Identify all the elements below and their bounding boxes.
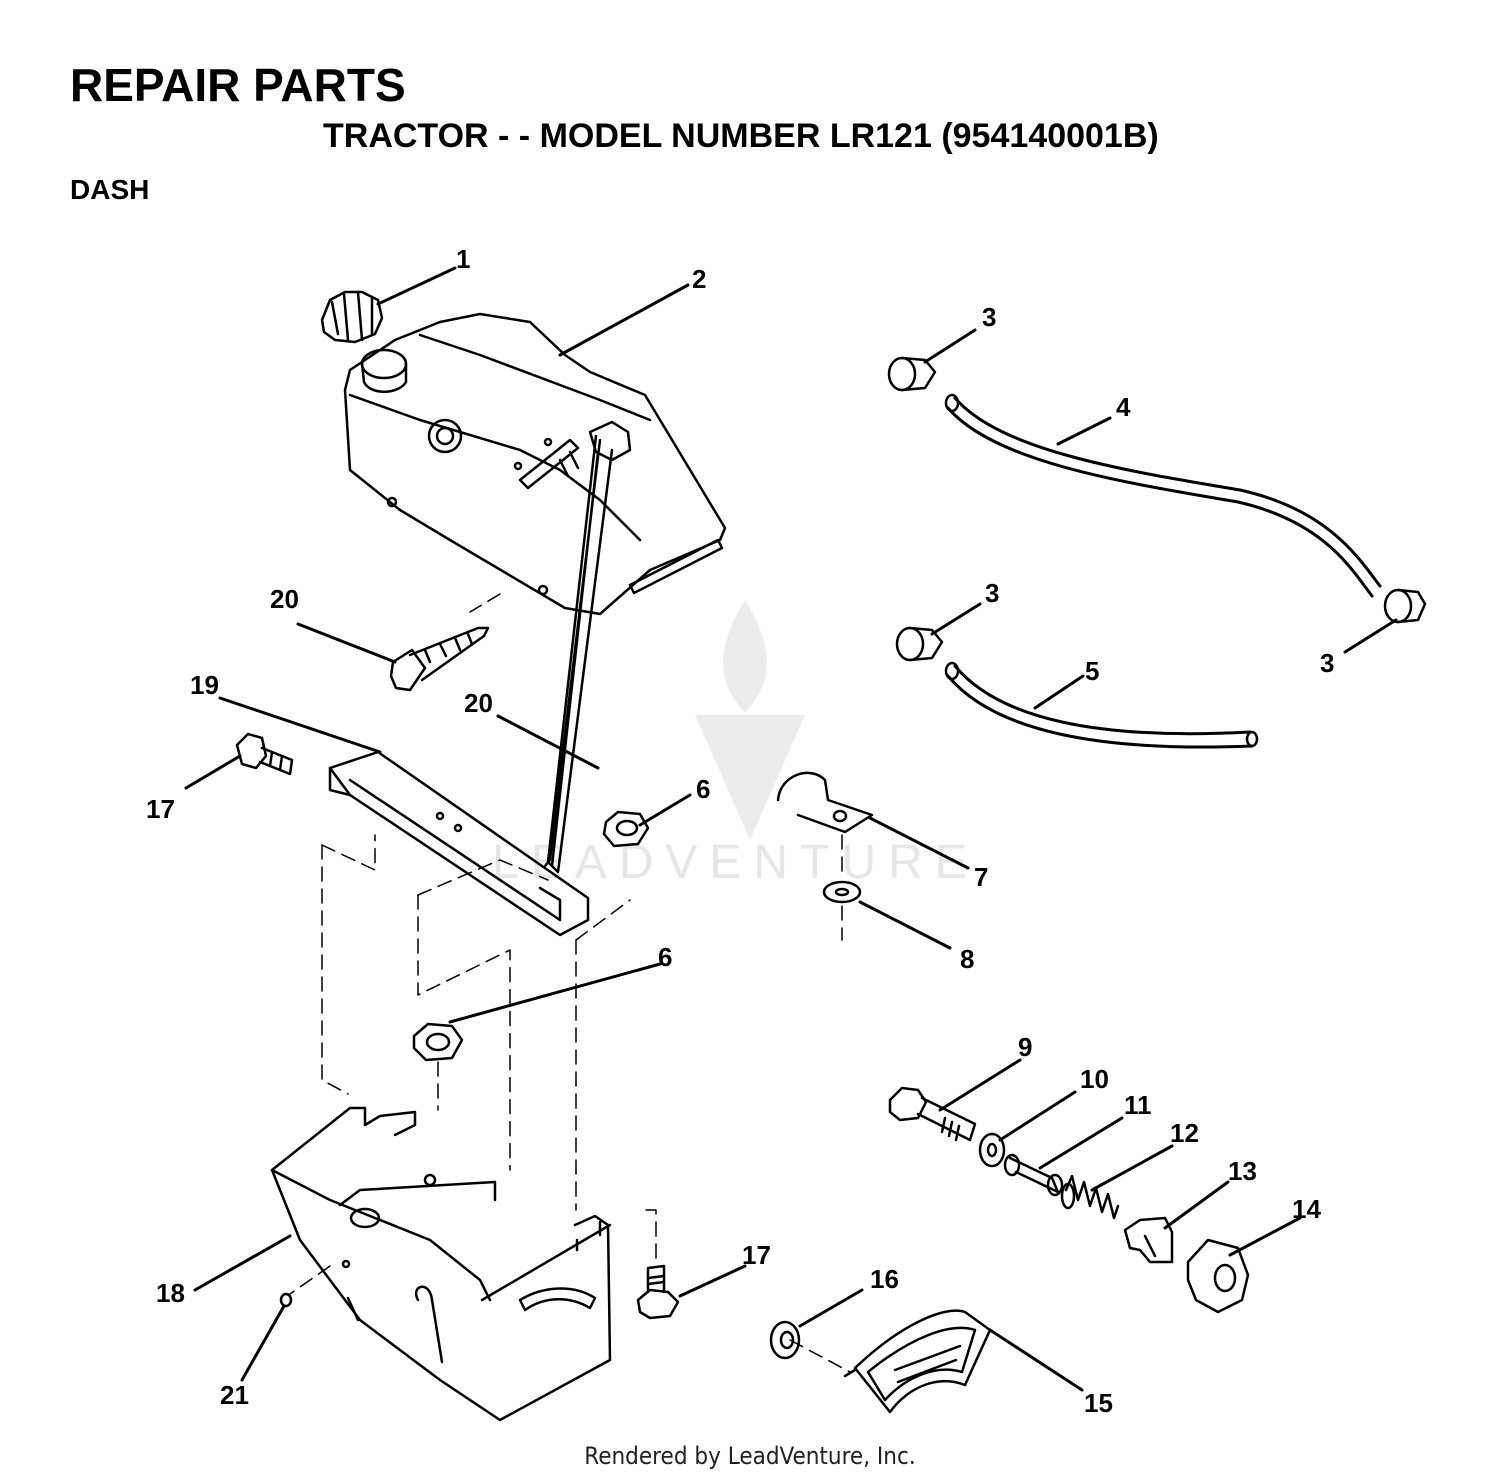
part-label-6a: 6 xyxy=(696,774,710,804)
part-labels: 1 2 3 4 3 3 5 6 6 7 8 9 10 11 12 13 14 1… xyxy=(146,244,1334,1418)
plug xyxy=(279,1292,293,1308)
part-label-19: 19 xyxy=(190,670,219,700)
watermark-text: LEADVENTURE xyxy=(492,836,979,889)
lock-nut-upper xyxy=(602,810,650,848)
part-label-9: 9 xyxy=(1018,1032,1032,1062)
spring xyxy=(1060,1174,1120,1220)
bolt-lower xyxy=(636,1264,680,1320)
part-label-16: 16 xyxy=(870,1264,899,1294)
model-subtitle: TRACTOR - - MODEL NUMBER LR121 (95414000… xyxy=(323,117,1159,155)
lever-knob xyxy=(1186,1238,1250,1314)
part-label-17b: 17 xyxy=(742,1240,771,1270)
part-label-2: 2 xyxy=(692,264,706,294)
part-label-5: 5 xyxy=(1085,656,1099,686)
spacer xyxy=(1003,1153,1064,1197)
flange-nut xyxy=(769,1320,801,1360)
part-label-21: 21 xyxy=(220,1380,249,1410)
fuel-cap xyxy=(320,290,384,344)
screw-lower xyxy=(543,420,632,874)
dash-panel xyxy=(270,1106,612,1422)
fuel-hose-long xyxy=(944,393,1382,598)
part-label-13: 13 xyxy=(1228,1156,1257,1186)
hose-clip xyxy=(776,771,874,834)
section-title: DASH xyxy=(70,174,150,205)
gauge-plate xyxy=(843,1309,992,1414)
fuel-hose-short xyxy=(944,661,1259,749)
part-label-7: 7 xyxy=(974,862,988,892)
part-label-1: 1 xyxy=(456,244,470,274)
washer xyxy=(822,880,862,904)
bolt-upper xyxy=(235,732,294,776)
part-label-3a: 3 xyxy=(982,302,996,332)
part-label-20b: 20 xyxy=(464,688,493,718)
part-label-15: 15 xyxy=(1084,1388,1113,1418)
part-label-3c: 3 xyxy=(1320,648,1334,678)
part-label-12: 12 xyxy=(1170,1118,1199,1148)
part-label-18: 18 xyxy=(156,1278,185,1308)
part-label-10: 10 xyxy=(1080,1064,1109,1094)
fuel-tank xyxy=(343,312,727,616)
part-label-20a: 20 xyxy=(270,584,299,614)
hose-clamp-3 xyxy=(1383,588,1427,624)
hose-clamp-2 xyxy=(895,626,944,662)
part-label-14: 14 xyxy=(1292,1194,1321,1224)
assembly-guide-lines xyxy=(289,593,851,1373)
page-title: REPAIR PARTS xyxy=(70,59,406,111)
leader-lines xyxy=(184,266,1398,1392)
part-label-11: 11 xyxy=(1124,1090,1152,1120)
part-label-8: 8 xyxy=(960,944,974,974)
part-label-3b: 3 xyxy=(985,578,999,608)
hose-clamp-1 xyxy=(887,356,937,392)
cam xyxy=(1123,1216,1174,1264)
shoulder-bolt xyxy=(888,1086,977,1142)
flat-washer xyxy=(978,1132,1006,1168)
screw-upper xyxy=(389,626,490,692)
part-label-6b: 6 xyxy=(658,942,672,972)
watermark: LEADVENTURE xyxy=(492,600,979,889)
footer-credit: Rendered by LeadVenture, Inc. xyxy=(584,1442,916,1470)
lock-nut-lower xyxy=(412,1022,464,1062)
part-label-17a: 17 xyxy=(146,794,175,824)
part-label-4: 4 xyxy=(1116,392,1131,422)
